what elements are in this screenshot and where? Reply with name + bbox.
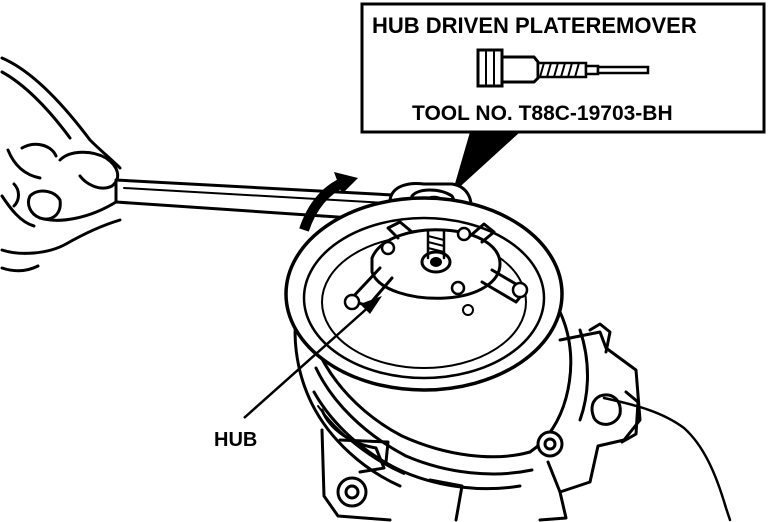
hub-callout: HUB bbox=[214, 296, 382, 451]
callout-title: HUB DRIVEN PLATEREMOVER bbox=[372, 13, 697, 38]
hub-leader-line bbox=[243, 303, 373, 419]
clutch-wire bbox=[602, 396, 732, 522]
hub-leader-arrowhead bbox=[360, 296, 382, 314]
hub-label: HUB bbox=[214, 429, 257, 451]
hand-illustration bbox=[0, 56, 122, 273]
callout-pointer bbox=[452, 132, 520, 194]
compressor-clutch-illustration bbox=[284, 196, 732, 522]
callout-tool-number: TOOL NO. T88C-19703-BH bbox=[412, 102, 673, 125]
rotation-arrow-icon bbox=[299, 172, 358, 232]
tool-callout: HUB DRIVEN PLATEREMOVER TOOL NO. T88C-19… bbox=[360, 2, 766, 194]
hub-plate bbox=[343, 220, 529, 316]
mounting-bracket bbox=[320, 408, 464, 522]
compressor-body bbox=[536, 322, 642, 522]
tool-remover-icon bbox=[476, 48, 650, 88]
